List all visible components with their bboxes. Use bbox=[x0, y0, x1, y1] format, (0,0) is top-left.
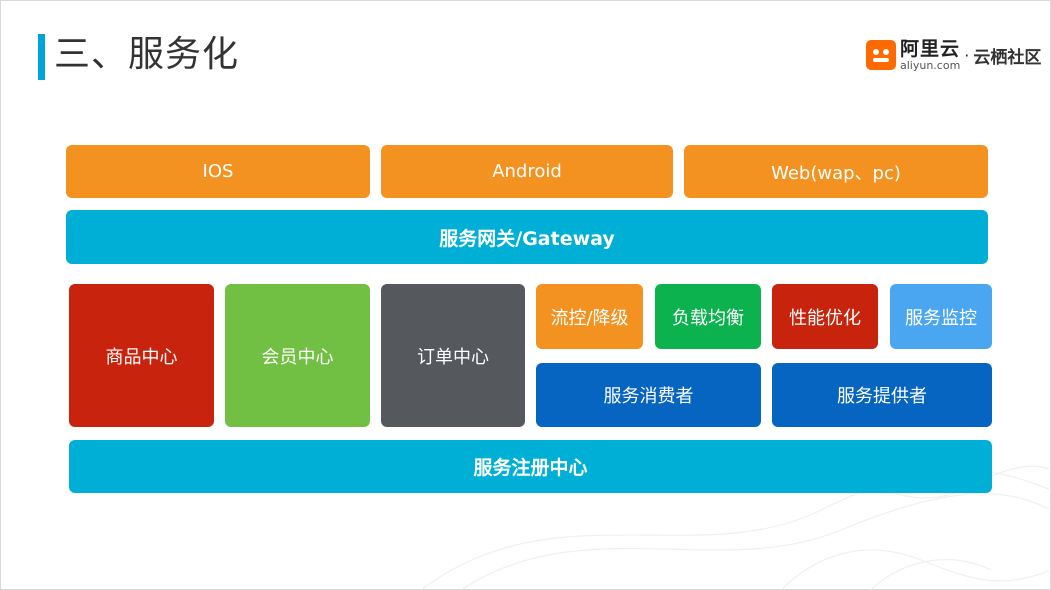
slide-title: 三、服务化 bbox=[54, 34, 240, 75]
order-center-block: 订单中心 bbox=[381, 284, 525, 427]
service-provider-block: 服务提供者 bbox=[772, 363, 992, 427]
service-consumer-block: 服务消费者 bbox=[536, 363, 761, 427]
gateway-block: 服务网关/Gateway bbox=[66, 210, 988, 264]
aliyun-logo: 阿里云 aliyun.com · 云栖社区 bbox=[866, 38, 1041, 72]
monitoring-block: 服务监控 bbox=[890, 284, 992, 349]
logo-brand-en: aliyun.com bbox=[900, 58, 961, 72]
product-center-block: 商品中心 bbox=[69, 284, 214, 427]
logo-separator: · bbox=[964, 45, 970, 65]
client-ios-block: IOS bbox=[66, 145, 370, 198]
client-web-block: Web(wap、pc) bbox=[684, 145, 988, 198]
logo-brand-cn: 阿里云 bbox=[900, 37, 961, 60]
logo-community: 云栖社区 bbox=[973, 47, 1042, 68]
aliyun-logo-icon bbox=[866, 40, 896, 70]
flow-control-block: 流控/降级 bbox=[536, 284, 643, 349]
title-accent-bar bbox=[38, 34, 45, 80]
member-center-block: 会员中心 bbox=[225, 284, 370, 427]
load-balance-block: 负载均衡 bbox=[655, 284, 761, 349]
logo-text: 阿里云 aliyun.com bbox=[900, 37, 961, 72]
performance-block: 性能优化 bbox=[772, 284, 878, 349]
registry-center-block: 服务注册中心 bbox=[69, 440, 992, 493]
client-android-block: Android bbox=[381, 145, 673, 198]
